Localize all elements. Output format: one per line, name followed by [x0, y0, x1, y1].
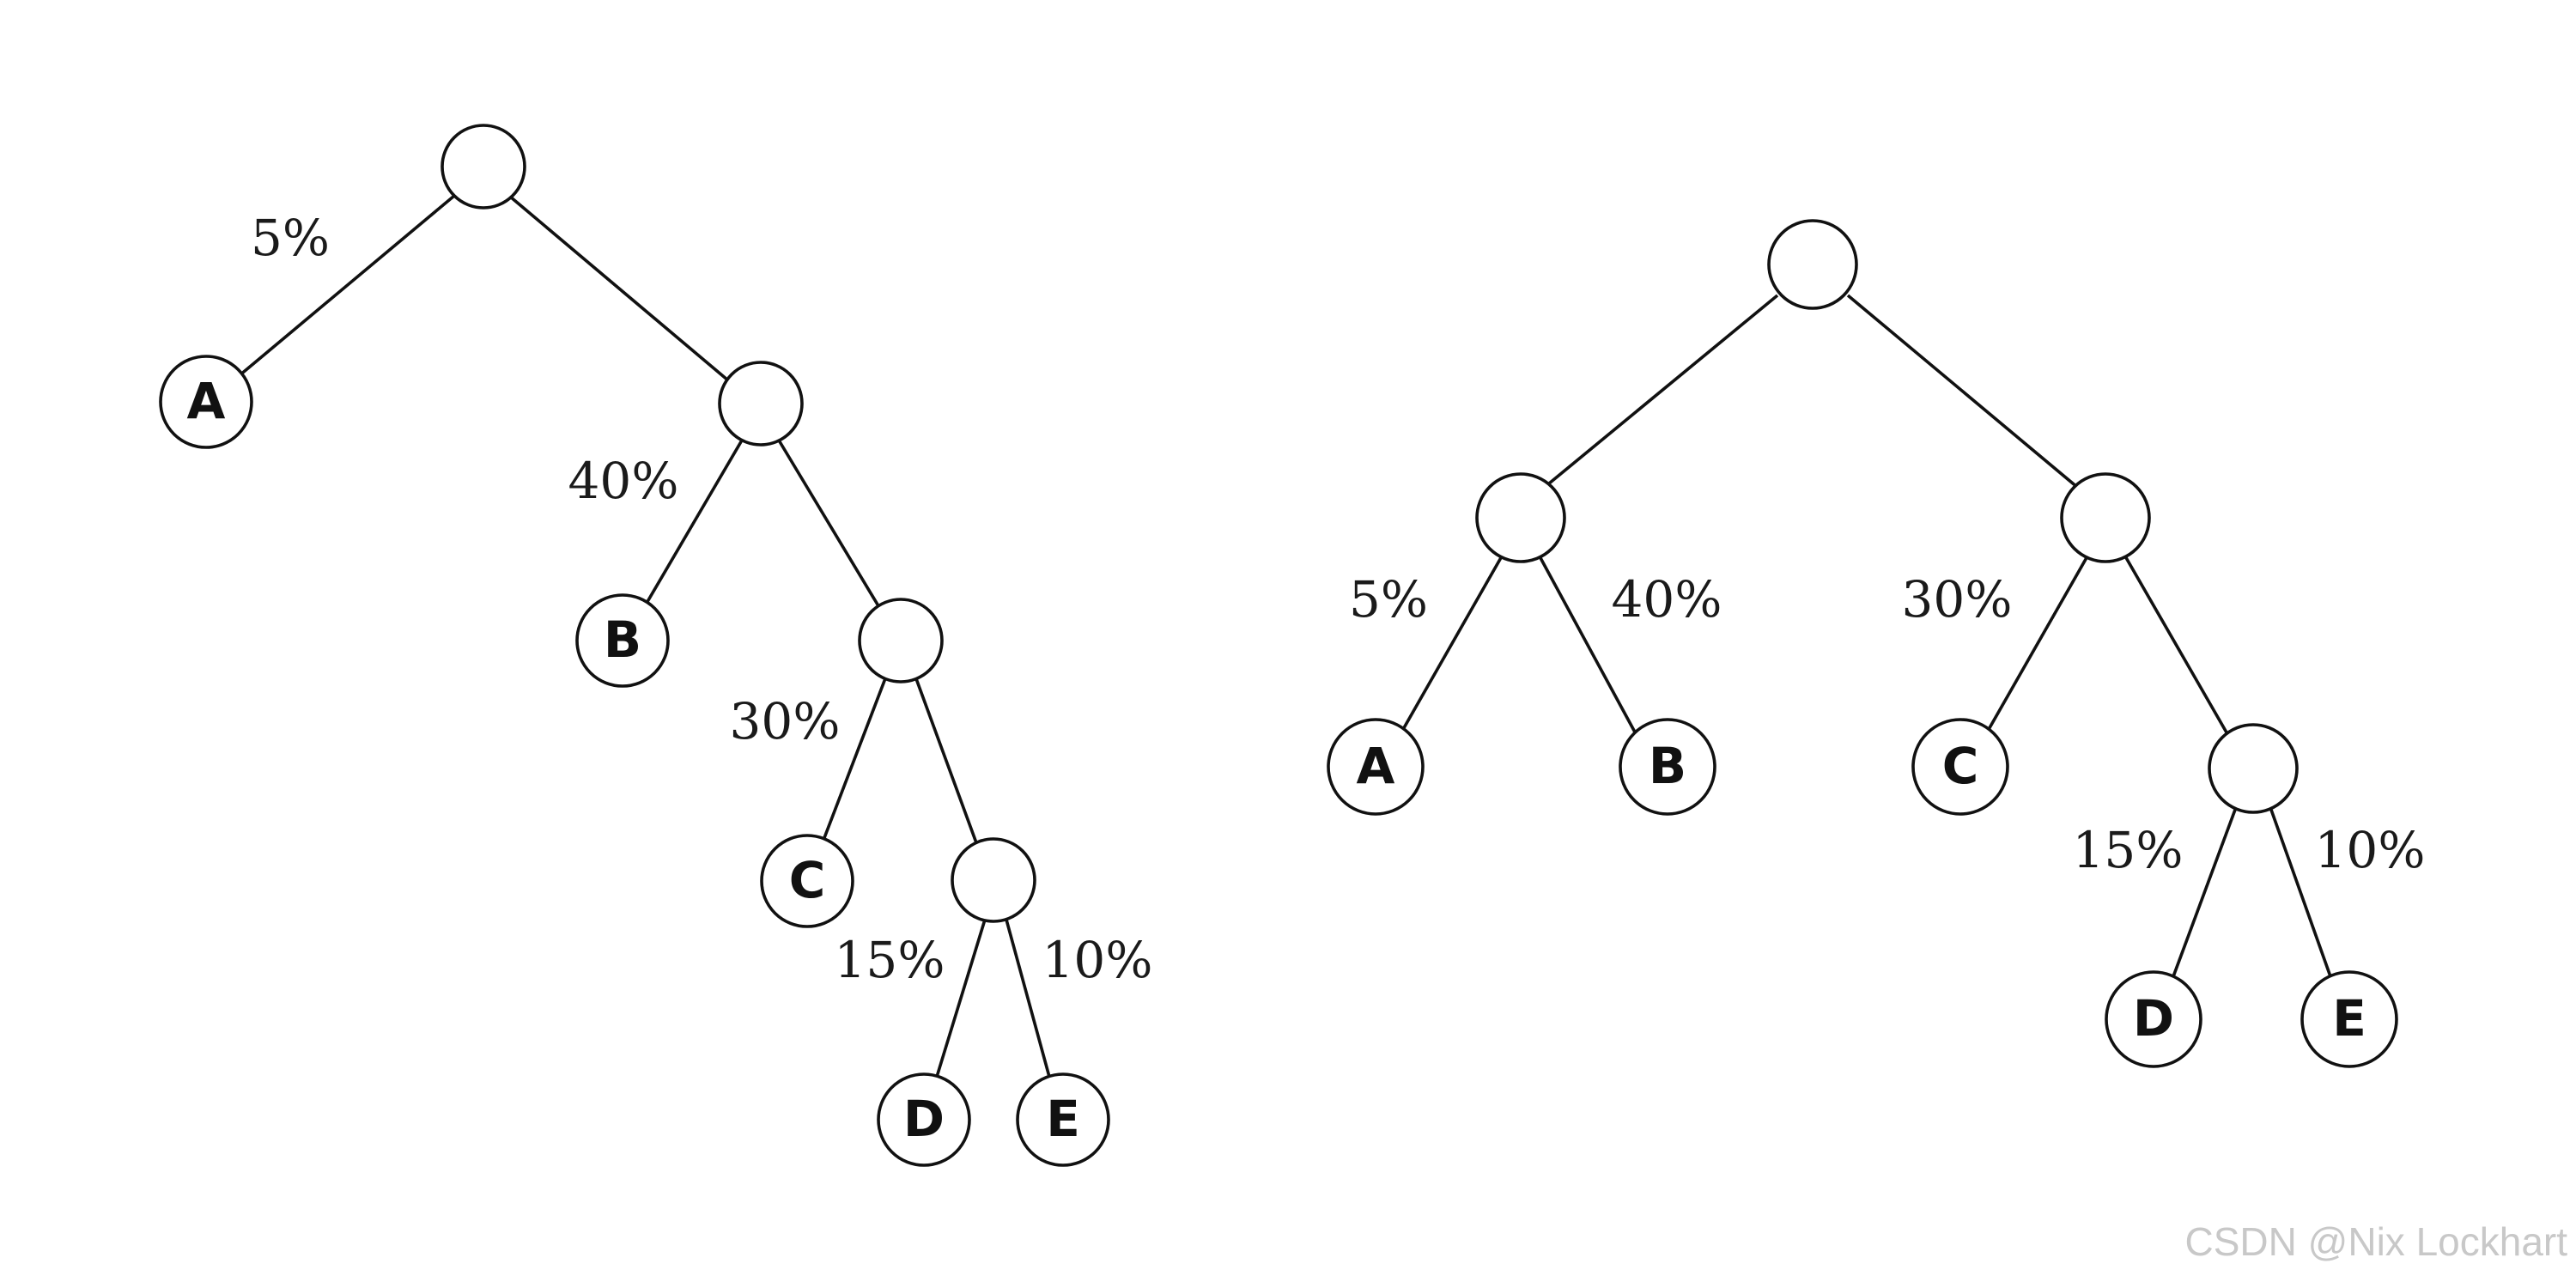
right-pct-d-label: 15%	[2073, 821, 2184, 879]
right-pct-a: 5%	[1345, 570, 1432, 629]
left-internal-node-3	[951, 837, 1036, 923]
left-leaf-d: D	[877, 1072, 971, 1167]
left-tree: A B C D E 5% 40% 30%	[159, 124, 1153, 1167]
right-edge-n1-b	[1537, 554, 1640, 739]
left-pct-c-label: 30%	[730, 692, 841, 750]
left-edge-n1-b	[641, 438, 744, 611]
right-edge-root-n2	[1846, 294, 2080, 489]
right-edge-n2-n3	[2123, 554, 2228, 733]
right-pct-b-label: 40%	[1612, 570, 1722, 629]
right-leaf-d: D	[2105, 970, 2202, 1068]
left-edge-n2-c	[821, 673, 889, 843]
left-leaf-e-label: E	[1046, 1090, 1080, 1148]
left-pct-d: 15%	[835, 931, 945, 989]
right-pct-e-label: 10%	[2315, 821, 2426, 879]
right-tree: A B C D E 5% 40% 30%	[1327, 219, 2426, 1068]
right-leaf-d-label: D	[2133, 989, 2174, 1048]
left-pct-e-label: 10%	[1042, 931, 1153, 989]
left-edge-n3-d	[935, 919, 987, 1078]
right-leaf-a: A	[1327, 718, 1425, 816]
left-leaf-e: E	[1016, 1072, 1110, 1167]
left-internal-node-1	[718, 361, 804, 447]
left-pct-c: 30%	[730, 692, 841, 750]
left-leaf-a: A	[159, 355, 253, 449]
right-pct-a-label: 5%	[1349, 570, 1428, 629]
right-pct-d: 15%	[2073, 821, 2184, 879]
left-leaf-c: C	[760, 834, 854, 928]
left-edge-n2-n3	[913, 673, 980, 848]
right-edge-n1-a	[1396, 554, 1504, 739]
right-leaf-a-label: A	[1357, 737, 1395, 795]
left-pct-e: 10%	[1042, 931, 1153, 989]
left-edge-root-a	[222, 190, 461, 391]
right-internal-node-2	[2060, 472, 2151, 563]
right-leaf-b: B	[1619, 718, 1716, 816]
right-pct-b: 40%	[1611, 570, 1722, 629]
left-root-node	[440, 124, 526, 210]
watermark-text: CSDN @Nix Lockhart	[2185, 1219, 2568, 1264]
left-pct-a: 5%	[246, 209, 335, 267]
left-pct-b-label: 40%	[568, 452, 679, 510]
right-edge-n3-d	[2171, 809, 2237, 980]
left-leaf-a-label: A	[187, 372, 226, 430]
right-internal-node-3	[2208, 723, 2299, 814]
right-pct-c-label: 30%	[1902, 570, 2013, 629]
right-edge-n2-c	[1982, 554, 2090, 739]
left-internal-node-2	[858, 598, 944, 683]
right-internal-node-1	[1475, 472, 1566, 563]
left-edge-root-n1	[502, 190, 730, 382]
left-leaf-b-label: B	[604, 611, 641, 669]
right-pct-c: 30%	[1901, 570, 2013, 629]
right-leaf-c-label: C	[1942, 737, 1979, 795]
left-pct-d-label: 15%	[835, 931, 945, 989]
left-pct-b: 40%	[567, 452, 680, 510]
right-leaf-b-label: B	[1649, 737, 1686, 795]
right-leaf-e: E	[2300, 970, 2398, 1068]
right-pct-e: 10%	[2315, 821, 2426, 879]
left-leaf-b: B	[575, 593, 670, 688]
left-leaf-d-label: D	[903, 1090, 945, 1148]
right-root-node	[1767, 219, 1858, 310]
right-edge-n3-e	[2269, 809, 2333, 980]
right-leaf-e-label: E	[2332, 989, 2366, 1048]
left-leaf-c-label: C	[789, 851, 826, 909]
left-edge-n1-n2	[776, 438, 887, 618]
right-edge-root-n1	[1542, 294, 1779, 489]
left-pct-a-label: 5%	[251, 209, 330, 267]
right-leaf-c: C	[1911, 718, 2009, 816]
left-edge-n3-e	[1005, 919, 1051, 1078]
